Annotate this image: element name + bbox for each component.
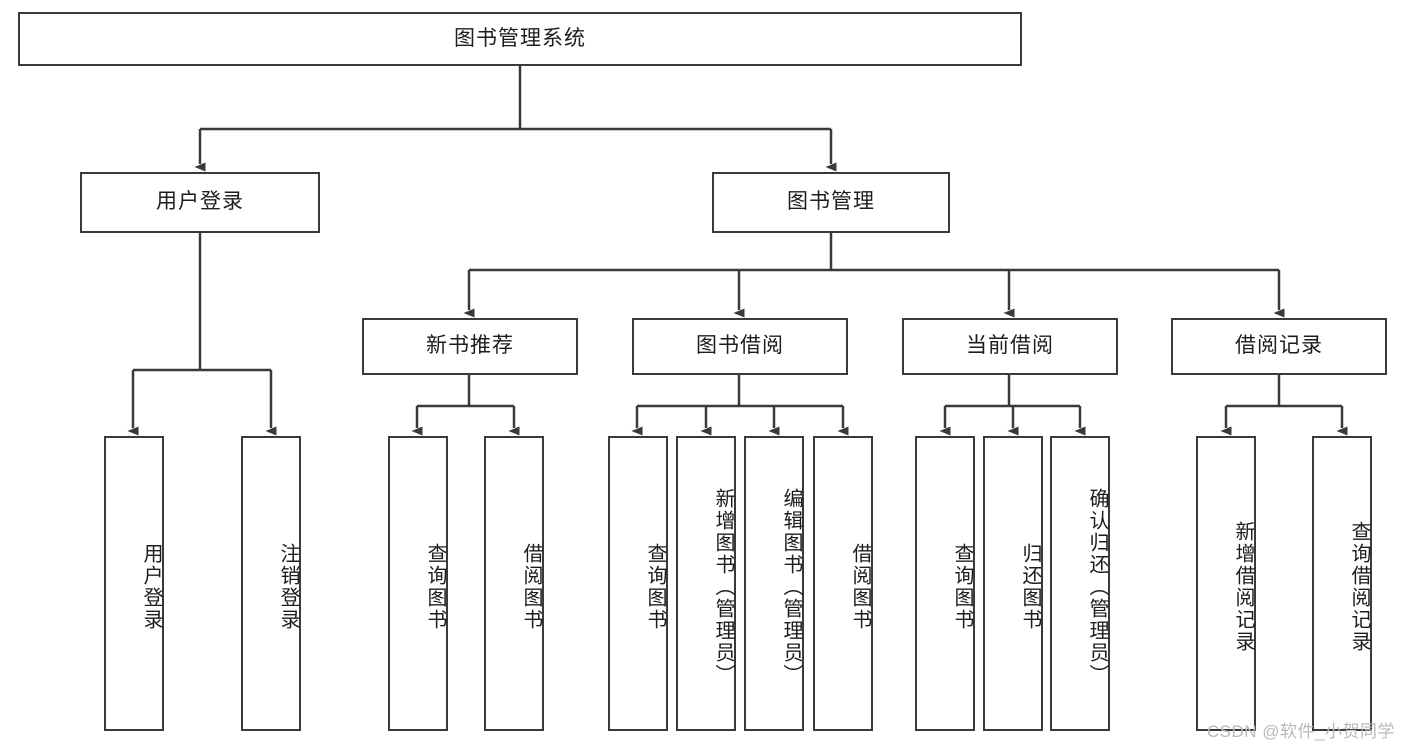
node-current-borrow-label: 当前借阅 bbox=[966, 334, 1054, 358]
node-new-book-recommend-label: 新书推荐 bbox=[426, 334, 514, 358]
node-leaf-logout-label: 注销登录 bbox=[277, 542, 299, 631]
node-leaf-confirm-return[interactable]: 确认归还（管理员） bbox=[1050, 436, 1110, 731]
node-leaf-query-book-3[interactable]: 查询图书 bbox=[915, 436, 975, 731]
node-leaf-return-book[interactable]: 归还图书 bbox=[983, 436, 1043, 731]
node-leaf-logout[interactable]: 注销登录 bbox=[241, 436, 301, 731]
node-leaf-confirm-return-label: 确认归还（管理员） bbox=[1086, 487, 1108, 686]
node-leaf-query-book-2-label: 查询图书 bbox=[644, 542, 666, 631]
node-leaf-user-login-label: 用户登录 bbox=[140, 542, 162, 631]
node-user-login-label: 用户登录 bbox=[156, 190, 244, 214]
node-leaf-query-book-1-label: 查询图书 bbox=[424, 542, 446, 631]
node-leaf-query-record[interactable]: 查询借阅记录 bbox=[1312, 436, 1372, 731]
node-leaf-add-record-label: 新增借阅记录 bbox=[1232, 520, 1254, 653]
node-leaf-edit-book[interactable]: 编辑图书（管理员） bbox=[744, 436, 804, 731]
node-leaf-borrow-book-1-label: 借阅图书 bbox=[520, 542, 542, 631]
node-book-manage[interactable]: 图书管理 bbox=[712, 172, 950, 233]
node-leaf-query-book-2[interactable]: 查询图书 bbox=[608, 436, 668, 731]
node-leaf-query-book-1[interactable]: 查询图书 bbox=[388, 436, 448, 731]
node-new-book-recommend[interactable]: 新书推荐 bbox=[362, 318, 578, 375]
node-leaf-add-record[interactable]: 新增借阅记录 bbox=[1196, 436, 1256, 731]
node-leaf-add-book[interactable]: 新增图书（管理员） bbox=[676, 436, 736, 731]
node-leaf-query-book-3-label: 查询图书 bbox=[951, 542, 973, 631]
node-leaf-add-book-label: 新增图书（管理员） bbox=[712, 487, 734, 686]
node-book-manage-label: 图书管理 bbox=[787, 190, 875, 214]
node-borrow-record-label: 借阅记录 bbox=[1235, 334, 1323, 358]
node-leaf-return-book-label: 归还图书 bbox=[1019, 542, 1041, 631]
node-leaf-borrow-book-2[interactable]: 借阅图书 bbox=[813, 436, 873, 731]
node-leaf-edit-book-label: 编辑图书（管理员） bbox=[780, 487, 802, 686]
node-user-login[interactable]: 用户登录 bbox=[80, 172, 320, 233]
node-book-borrow[interactable]: 图书借阅 bbox=[632, 318, 848, 375]
node-book-borrow-label: 图书借阅 bbox=[696, 334, 784, 358]
node-leaf-user-login[interactable]: 用户登录 bbox=[104, 436, 164, 731]
node-borrow-record[interactable]: 借阅记录 bbox=[1171, 318, 1387, 375]
node-leaf-query-record-label: 查询借阅记录 bbox=[1348, 520, 1370, 653]
node-leaf-borrow-book-2-label: 借阅图书 bbox=[849, 542, 871, 631]
node-current-borrow[interactable]: 当前借阅 bbox=[902, 318, 1118, 375]
node-leaf-borrow-book-1[interactable]: 借阅图书 bbox=[484, 436, 544, 731]
node-root[interactable]: 图书管理系统 bbox=[18, 12, 1022, 66]
node-root-label: 图书管理系统 bbox=[454, 26, 586, 50]
watermark: CSDN @软件_小贺同学 bbox=[1206, 722, 1395, 741]
